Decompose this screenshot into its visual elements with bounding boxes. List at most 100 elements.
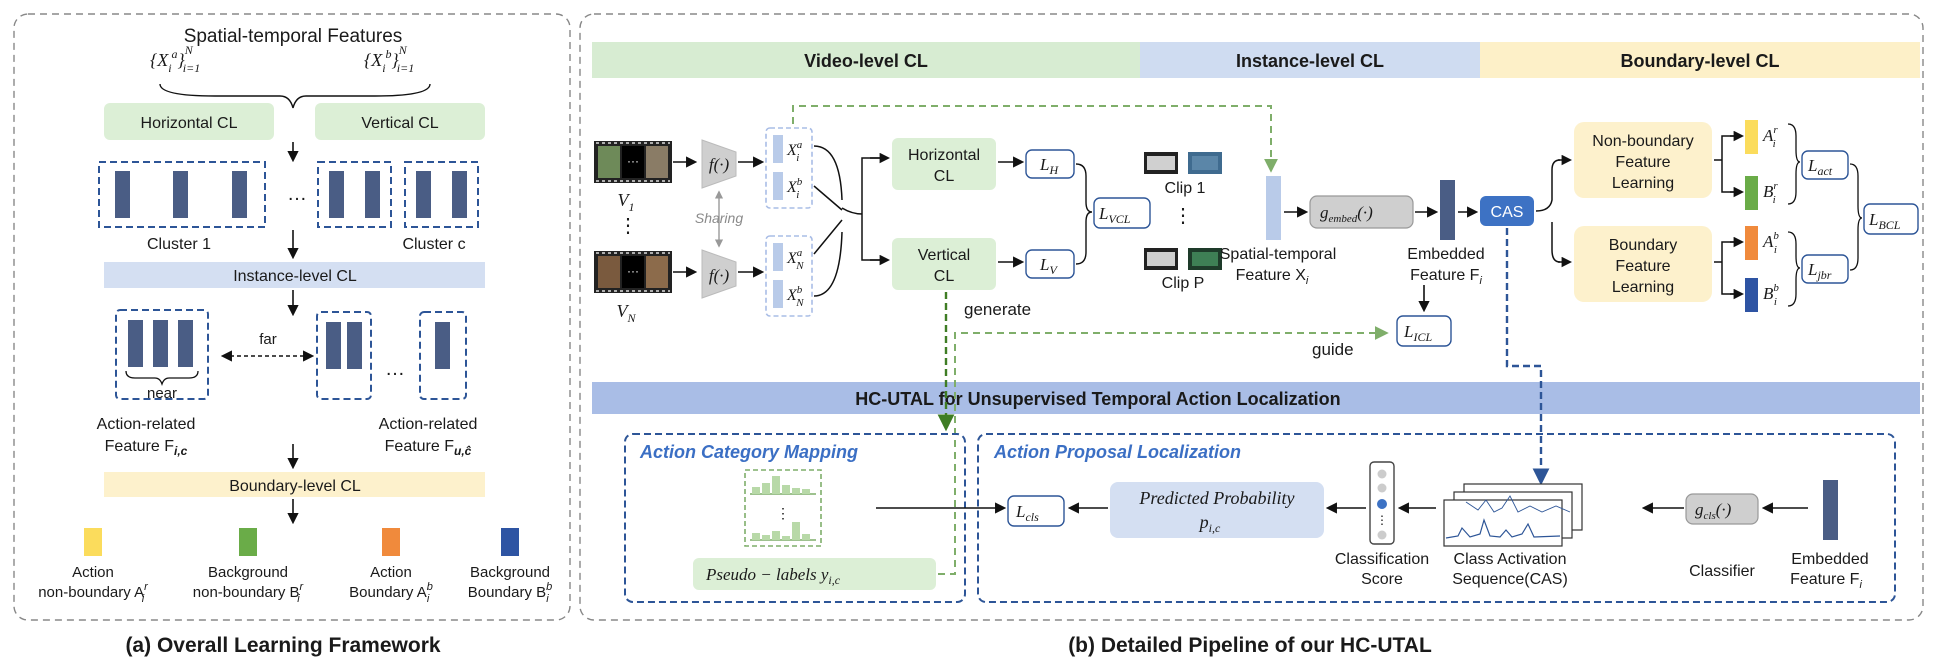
pred-prob-label-2: pi,c: [1198, 512, 1221, 535]
bb-swatch: [1745, 278, 1758, 312]
vcl-box-b: [892, 238, 996, 290]
cas-dashed-arrow: [1505, 228, 1550, 486]
header-video-band: [592, 42, 1140, 78]
spatial-feature-bar: [1266, 176, 1281, 240]
ab-swatch: [1745, 226, 1758, 260]
boundary-label-1: Boundary: [1609, 237, 1678, 254]
spatial-features-title: Spatial-temporal Features: [184, 26, 403, 47]
g-embed-box: [1309, 195, 1414, 229]
features-top: [765, 127, 813, 209]
encoder-f-top: [701, 139, 737, 189]
svg-text:···: ···: [627, 154, 639, 168]
embedded-feature-bar: [1440, 180, 1455, 240]
svg-text:{Xib}Ni=1: {Xib}Ni=1: [364, 43, 414, 75]
video-vn-label: VN: [616, 301, 636, 325]
acm-histogram: ⋮: [744, 469, 822, 547]
bracket-lvcl: [1075, 163, 1093, 265]
video-dots: ⋮: [618, 215, 638, 237]
encoder-f-bottom-label: f(·): [709, 266, 730, 285]
lv-box: [1025, 249, 1075, 279]
vcl-label-b2: CL: [934, 268, 955, 285]
svg-text:⋮: ⋮: [1376, 513, 1388, 527]
ljbr-label: Ljbr: [1807, 260, 1832, 282]
cas-seq-label-2: Sequence(CAS): [1452, 571, 1568, 588]
pred-prob-box: [1110, 482, 1324, 538]
legend-label-line1: Background: [208, 564, 288, 581]
nonboundary-label-3: Learning: [1612, 175, 1674, 192]
header-instance-band: [1140, 42, 1480, 78]
lcls-label: Lcls: [1015, 502, 1039, 524]
cas-sequence-stack: [1443, 483, 1583, 547]
lcls-box: [1007, 495, 1065, 527]
embedded2-label-1: Embedded: [1791, 551, 1868, 568]
lvcl-box: [1093, 197, 1151, 229]
route-feats: [813, 145, 884, 297]
cluster-c: [404, 161, 479, 228]
vcl-label-b1: Vertical: [918, 247, 970, 264]
legend-swatch: [382, 528, 400, 556]
class-score-label-2: Score: [1361, 571, 1403, 588]
boundary-label-2: Feature: [1615, 258, 1670, 275]
g-embed-label: gembed(·): [1320, 203, 1373, 225]
far-label: far: [259, 331, 277, 348]
nonboundary-label-2: Feature: [1615, 154, 1670, 171]
svg-text:···: ···: [627, 264, 639, 278]
cas-label: CAS: [1491, 204, 1524, 221]
lh-label: LH: [1039, 155, 1059, 177]
bracket-lact: [1787, 123, 1801, 205]
lvcl-label: LVCL: [1098, 204, 1131, 226]
svg-text:⋮: ⋮: [776, 505, 790, 521]
vertical-cl-box: [315, 103, 485, 140]
far-cluster-2: [419, 311, 467, 400]
lact-box: [1801, 150, 1849, 180]
clip-1-thumbnails: [1144, 152, 1222, 174]
route-boundary: [1714, 241, 1738, 295]
cluster-c-label: Cluster c: [402, 236, 465, 253]
apl-title: Action Proposal Localization: [993, 442, 1241, 462]
caption-b: (b) Detailed Pipeline of our HC-UTAL: [1068, 634, 1432, 657]
video-v1-label: V1: [618, 190, 635, 214]
panel-b-frame: [579, 13, 1924, 621]
embedded-feature-label-2: Feature Fi: [1410, 267, 1482, 287]
header-instance-label: Instance-level CL: [1236, 51, 1384, 71]
embedded-feature-bar-2: [1823, 480, 1838, 540]
instance-cl-label-a: Instance-level CL: [233, 268, 357, 285]
far-cluster-1: [316, 311, 372, 400]
legend-swatch: [239, 528, 257, 556]
vertical-cl-label: Vertical CL: [361, 115, 438, 132]
lbcl-box: [1863, 203, 1919, 235]
legend-swatch: [501, 528, 519, 556]
ljbr-box: [1801, 254, 1849, 284]
header-video-label: Video-level CL: [804, 51, 928, 71]
guide-arrow: [938, 326, 1389, 575]
cluster-2: [317, 161, 392, 228]
cas-box: [1480, 196, 1534, 226]
lh-box: [1025, 149, 1075, 179]
route-cas: [1535, 159, 1561, 263]
hc-utal-band: [592, 382, 1920, 414]
feature-brace: [159, 83, 431, 109]
spatial-feature-label-1: Spatial-temporal: [1220, 246, 1337, 263]
g-cls-label: gcls(·): [1695, 500, 1732, 522]
pseudo-labels-label: Pseudo − labels yi,c: [705, 565, 841, 587]
hc-utal-label: HC-UTAL for Unsupervised Temporal Action…: [855, 389, 1340, 409]
action-feature-ic: Action-related: [97, 416, 196, 433]
classification-score: ⋮: [1369, 461, 1395, 545]
lact-label: Lact: [1807, 156, 1833, 178]
lbcl-label: LBCL: [1868, 210, 1901, 232]
sharing-label: Sharing: [695, 210, 743, 226]
cluster-1-label: Cluster 1: [147, 236, 211, 253]
